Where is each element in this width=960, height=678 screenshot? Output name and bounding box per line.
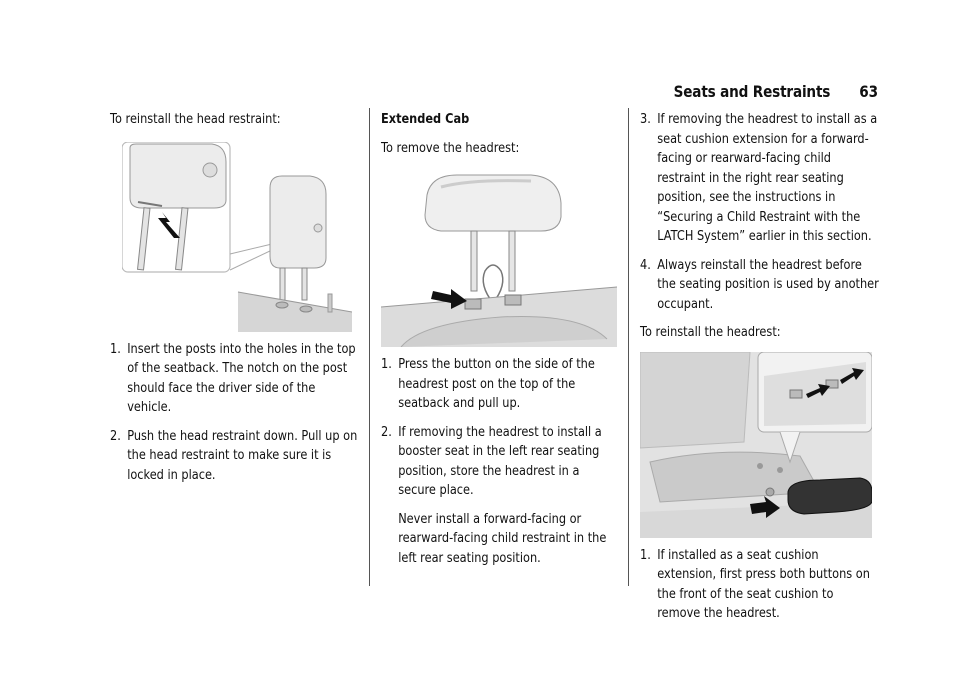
list-item: 4.Always reinstall the headrest before t… — [640, 257, 879, 312]
section-heading: Extended Cab — [381, 112, 470, 127]
page-number: 63 — [859, 82, 878, 101]
head-restraint-install-illustration — [122, 141, 352, 332]
list-item: 1.Insert the posts into the holes in the… — [110, 341, 356, 416]
list-item: 2.If removing the headrest to install a … — [381, 423, 620, 569]
column-1: To reinstall the head restraint: 1.Inser… — [110, 110, 360, 494]
column-divider-2 — [628, 108, 629, 586]
remove-steps: 1.Press the button on the side of the he… — [381, 355, 620, 568]
reinstall-intro: To reinstall the head restraint: — [110, 112, 281, 127]
remove-intro: To remove the headrest: — [381, 140, 520, 156]
continued-steps: 3.If removing the headrest to install as… — [640, 110, 879, 314]
list-item: 1.If installed as a seat cushion extensi… — [640, 547, 870, 622]
headrest-removal-illustration — [381, 174, 617, 347]
seat-cushion-buttons-illustration — [640, 351, 872, 538]
column-divider-1 — [369, 108, 370, 586]
reinstall-headrest-intro: To reinstall the headrest: — [640, 325, 781, 340]
list-item: 3.If removing the headrest to install as… — [640, 112, 878, 244]
warning-note: Never install a forward-facing or rearwa… — [398, 511, 607, 566]
column-2: Extended Cab To remove the headrest: 1.P… — [381, 110, 621, 577]
page-header: Seats and Restraints 63 — [646, 82, 879, 101]
list-item: 2.Push the head restraint down. Pull up … — [110, 428, 358, 483]
list-item: 1.Press the button on the side of the he… — [381, 357, 595, 411]
column-3: 3.If removing the headrest to install as… — [640, 110, 880, 633]
reinstall-headrest-steps: 1.If installed as a seat cushion extensi… — [640, 546, 879, 624]
reinstall-steps: 1.Insert the posts into the holes in the… — [110, 340, 359, 486]
section-title: Seats and Restraints — [673, 82, 831, 101]
